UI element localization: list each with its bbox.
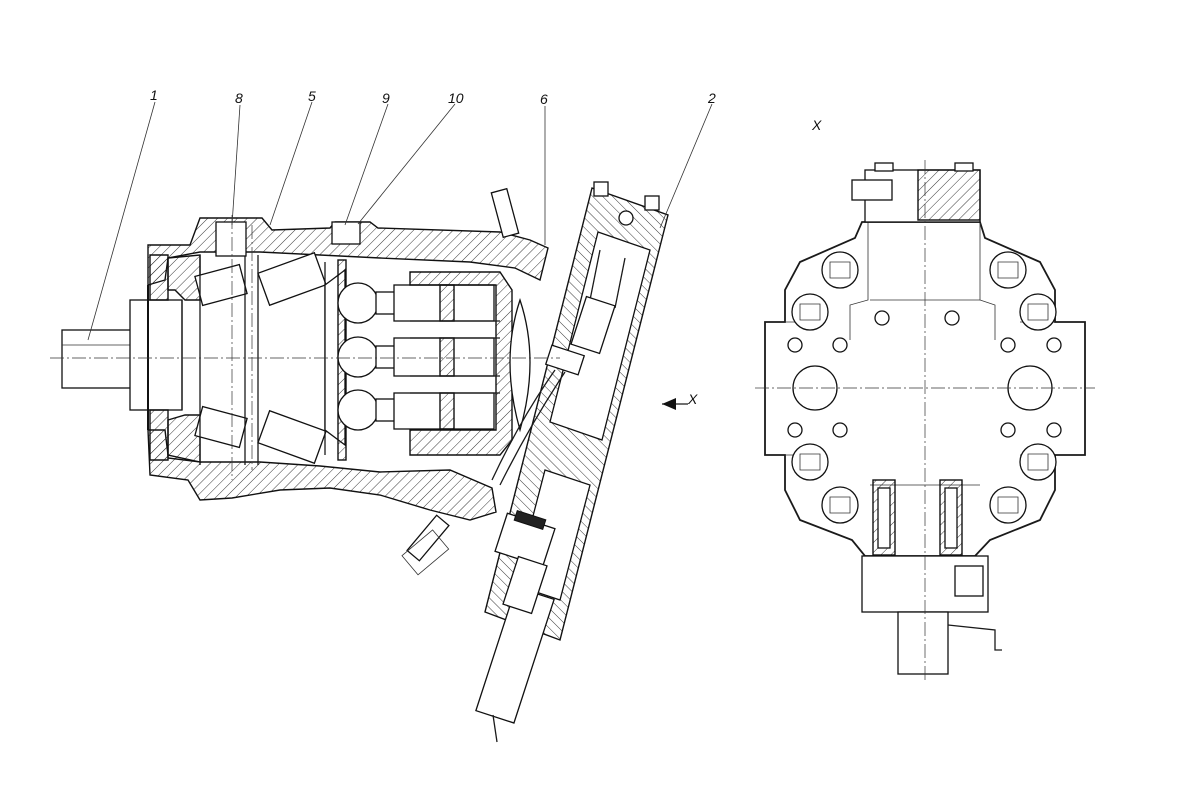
label-9: 9 <box>382 90 390 106</box>
leader-8 <box>231 104 241 226</box>
upper-screw <box>490 187 520 239</box>
leader-9 <box>344 103 389 226</box>
lower-screw <box>406 514 450 562</box>
leader-1 <box>87 101 156 341</box>
view-x: X <box>755 117 1095 680</box>
label-6: 6 <box>540 91 548 107</box>
view-arrow: X <box>662 391 698 410</box>
valve-cartridges <box>872 479 963 556</box>
leader-10 <box>357 103 456 225</box>
pistons <box>337 282 495 431</box>
bottom-block <box>861 555 1002 675</box>
label-1: 1 <box>150 87 158 103</box>
label-2: 2 <box>707 90 716 106</box>
top-block <box>851 162 981 223</box>
bearing-set <box>194 251 327 465</box>
bolt-heads <box>791 251 1057 524</box>
cylinder-block <box>409 271 513 456</box>
leader-2 <box>659 103 713 229</box>
section-view: 1 8 5 9 10 6 2 X <box>50 87 716 743</box>
port-a <box>792 365 838 411</box>
drive-shaft <box>61 299 183 411</box>
view-x-title: X <box>811 117 822 133</box>
lower-screw-tab <box>401 529 450 576</box>
label-8: 8 <box>235 90 243 106</box>
label-5: 5 <box>308 88 316 104</box>
vent-plug <box>331 221 361 245</box>
leader-5 <box>269 101 313 226</box>
port-plug <box>215 221 247 257</box>
arrow-label-x: X <box>687 391 698 407</box>
control-lens <box>509 297 531 433</box>
housing <box>147 217 549 521</box>
solenoid <box>475 509 556 743</box>
small-holes <box>787 310 1062 438</box>
label-10: 10 <box>448 90 464 106</box>
